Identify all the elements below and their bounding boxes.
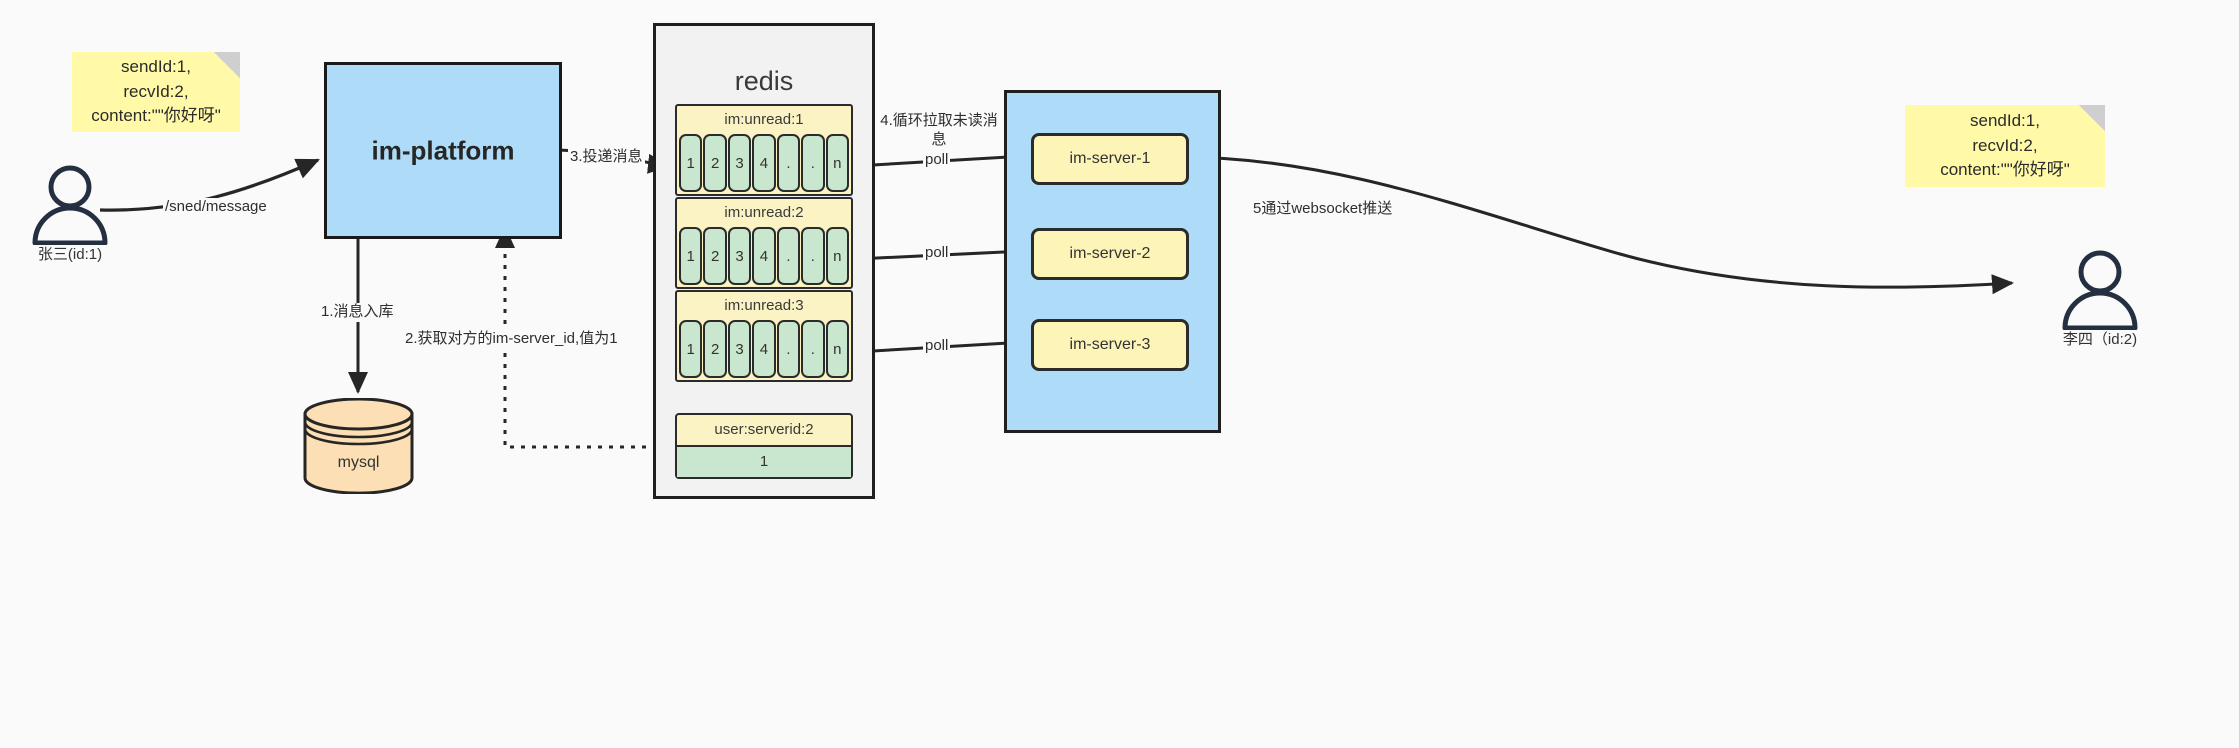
list-cell: 2 xyxy=(703,320,727,378)
user-icon xyxy=(2062,250,2138,331)
edge-label-poll-3: poll xyxy=(923,337,951,356)
note-right-text: sendId:1, recvId:2, content:""你好呀" xyxy=(1940,111,2070,180)
list-cell: 4 xyxy=(752,227,776,285)
im-platform-node[interactable]: im-platform xyxy=(324,62,562,239)
user-icon xyxy=(32,165,108,246)
im-platform-label: im-platform xyxy=(371,135,515,165)
redis-list-3[interactable]: im:unread:3 1 2 3 4 . . n xyxy=(675,290,853,382)
list-cell: . xyxy=(776,320,801,378)
list-cell: 1 xyxy=(679,134,703,192)
list-cell: . xyxy=(801,320,825,378)
redis-list-1-cells: 1 2 3 4 . . n xyxy=(677,134,851,194)
arrow-websocket-push xyxy=(1183,155,2014,295)
redis-kv-entry[interactable]: user:serverid:2 1 xyxy=(675,413,853,479)
im-server-cluster[interactable]: im-server-1 im-server-2 im-server-3 xyxy=(1004,90,1221,433)
list-cell: n xyxy=(825,134,849,192)
list-cell: 3 xyxy=(727,134,752,192)
edge-label-poll-1: poll xyxy=(923,151,951,170)
redis-list-1[interactable]: im:unread:1 1 2 3 4 . . n xyxy=(675,104,853,196)
list-cell: n xyxy=(825,320,849,378)
note-right: sendId:1, recvId:2, content:""你好呀" xyxy=(1905,105,2105,187)
note-fold-icon xyxy=(214,52,240,78)
redis-list-3-cells: 1 2 3 4 . . n xyxy=(677,320,851,380)
edge-label-get-serverid: 2.获取对方的im-server_id,值为1 xyxy=(403,330,620,349)
im-server-2-node[interactable]: im-server-2 xyxy=(1031,228,1189,280)
redis-list-2[interactable]: im:unread:2 1 2 3 4 . . n xyxy=(675,197,853,289)
list-cell: 3 xyxy=(727,227,752,285)
note-left: sendId:1, recvId:2, content:""你好呀" xyxy=(72,52,240,132)
note-fold-icon xyxy=(2079,105,2105,131)
mysql-database-node[interactable]: mysql xyxy=(302,397,415,495)
redis-list-3-key: im:unread:3 xyxy=(724,297,804,314)
list-cell: 1 xyxy=(679,320,703,378)
list-cell: 2 xyxy=(703,227,727,285)
redis-kv-value: 1 xyxy=(677,445,851,477)
database-cylinder-icon xyxy=(303,397,414,495)
list-cell: 4 xyxy=(752,320,776,378)
edge-label-deliver-message: 3.投递消息 xyxy=(568,148,645,167)
edge-label-websocket-push: 5通过websocket推送 xyxy=(1251,200,1395,219)
actor-receiver-label: 李四（id:2) xyxy=(2062,331,2138,348)
actor-receiver[interactable]: 李四（id:2) xyxy=(2055,250,2145,348)
redis-title: redis xyxy=(734,66,794,96)
im-server-1-node[interactable]: im-server-1 xyxy=(1031,133,1189,185)
redis-list-2-key: im:unread:2 xyxy=(724,204,804,221)
actor-sender-label: 张三(id:1) xyxy=(37,246,103,263)
list-cell: . xyxy=(801,227,825,285)
redis-container[interactable]: redis im:unread:1 1 2 3 4 . . n im:unrea… xyxy=(653,23,875,499)
im-server-3-node[interactable]: im-server-3 xyxy=(1031,319,1189,371)
list-cell: . xyxy=(776,134,801,192)
redis-kv-key: user:serverid:2 xyxy=(714,421,814,438)
list-cell: 4 xyxy=(752,134,776,192)
list-cell: 3 xyxy=(727,320,752,378)
redis-list-2-cells: 1 2 3 4 . . n xyxy=(677,227,851,287)
list-cell: n xyxy=(825,227,849,285)
list-cell: 1 xyxy=(679,227,703,285)
list-cell: 2 xyxy=(703,134,727,192)
redis-list-1-key: im:unread:1 xyxy=(724,111,804,128)
note-left-text: sendId:1, recvId:2, content:""你好呀" xyxy=(91,57,221,126)
actor-sender[interactable]: 张三(id:1) xyxy=(25,165,115,263)
edge-label-store-message: 1.消息入库 xyxy=(319,303,396,322)
edge-label-poll-2: poll xyxy=(923,244,951,263)
list-cell: . xyxy=(776,227,801,285)
edge-label-send-message: /sned/message xyxy=(163,198,269,217)
list-cell: . xyxy=(801,134,825,192)
mysql-label: mysql xyxy=(337,453,380,471)
edge-label-loop-pull: 4.循环拉取未读消息 xyxy=(878,112,1000,150)
